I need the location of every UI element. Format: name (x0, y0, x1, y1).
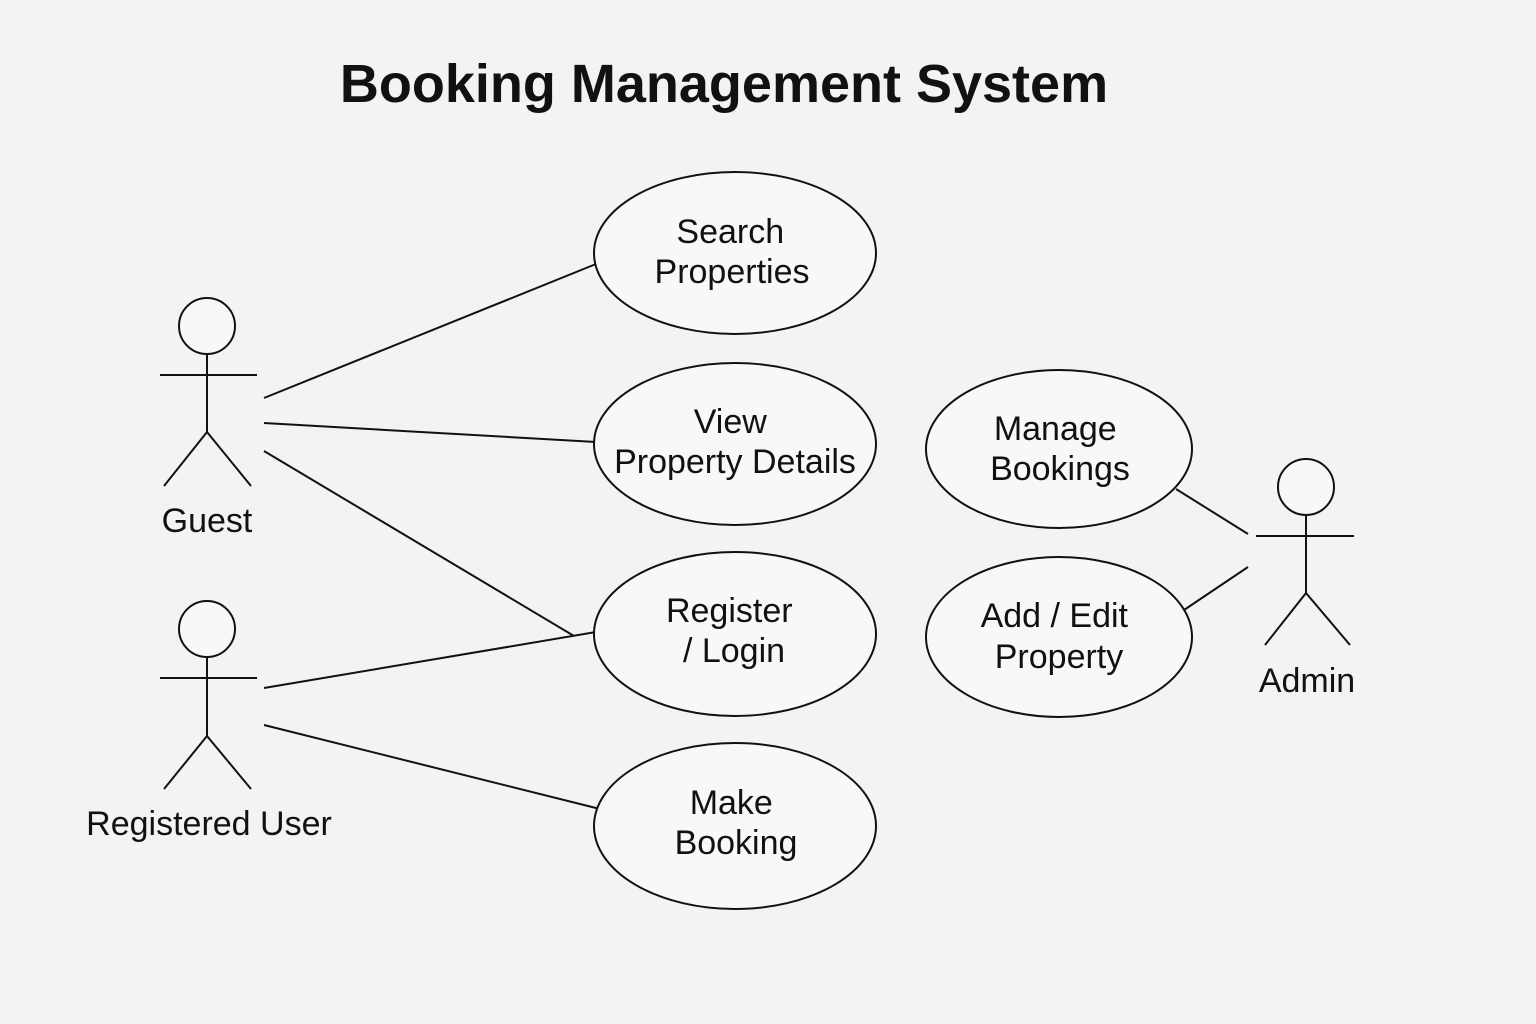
use-case-label-line-1: View (694, 403, 768, 441)
use-case-label-line-1: Search (676, 213, 784, 251)
actor-guest: Guest (160, 297, 257, 540)
use-case-ellipse (925, 369, 1193, 529)
use-case-label-line-2: Property Details (614, 443, 856, 481)
use-case-label-line-1: Manage (994, 410, 1117, 448)
actor-label: Guest (162, 502, 253, 540)
association-registered-user-make-booking (263, 724, 601, 810)
use-case-make-booking: Make Booking (593, 742, 877, 910)
use-case-label-line-1: Register (666, 592, 793, 630)
association-guest-register-login (263, 450, 575, 637)
diagram-title: Booking Management System (340, 54, 1108, 114)
use-case-label-line-2: / Login (683, 632, 785, 670)
use-case-label-line-2: Property (995, 638, 1124, 676)
use-case-ellipse (593, 171, 877, 335)
association-admin-manage-bookings (1175, 488, 1249, 535)
use-case-label-line-1: Make (690, 784, 773, 822)
use-case-register-login: Register / Login (593, 551, 877, 717)
svg-text:Make Booking: Make Booking (675, 784, 798, 862)
association-guest-view-details (263, 422, 597, 443)
svg-text:View Property Details: View Property Details (614, 403, 856, 481)
svg-text:Register / Login: Register / Login (666, 592, 802, 670)
stick-figure-icon (160, 297, 257, 487)
svg-text:Search Properties: Search Properties (655, 213, 810, 291)
use-case-manage-bookings: Manage Bookings (925, 369, 1193, 529)
association-guest-search (263, 263, 597, 399)
association-lines (263, 263, 1249, 810)
use-case-ellipse (593, 742, 877, 910)
actor-label: Registered User (86, 805, 332, 843)
stick-figure-icon (160, 600, 257, 790)
use-case-view-property-details: View Property Details (593, 362, 877, 526)
use-case-add-edit-property: Add / Edit Property (925, 556, 1193, 718)
actor-label: Admin (1259, 662, 1355, 700)
use-case-label-line-2: Properties (655, 253, 810, 291)
association-admin-add-edit-property (1183, 566, 1249, 611)
use-case-ellipse (593, 362, 877, 526)
stick-figure-icon (1256, 458, 1354, 646)
actor-admin: Admin (1256, 458, 1355, 700)
use-case-search-properties: Search Properties (593, 171, 877, 335)
use-case-label-line-1: Add / Edit (981, 597, 1129, 635)
svg-text:Add / Edit Property: Add / Edit Property (981, 597, 1138, 676)
use-case-label-line-2: Bookings (990, 450, 1130, 488)
svg-text:Manage Bookings: Manage Bookings (990, 410, 1130, 488)
use-case-ellipse (593, 551, 877, 717)
use-case-label-line-2: Booking (675, 824, 798, 862)
association-registered-user-register-login (263, 631, 597, 689)
actor-registered-user: Registered User (86, 600, 332, 843)
use-case-ellipse (925, 556, 1193, 718)
